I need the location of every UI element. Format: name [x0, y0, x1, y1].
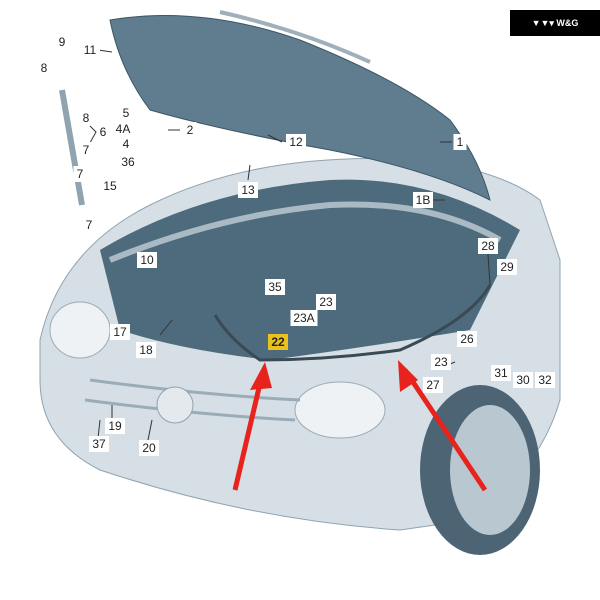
callout-box — [82, 217, 96, 233]
callout-17: 17 — [113, 325, 127, 339]
callout-box — [431, 354, 451, 370]
release-cable — [213, 284, 492, 362]
callout-20: 20 — [142, 441, 156, 455]
callout-30: 30 — [516, 373, 530, 387]
callout-box — [268, 334, 288, 350]
callout-box — [457, 331, 477, 347]
callout-1: 1 — [457, 135, 464, 149]
callout-5: 5 — [123, 106, 130, 120]
callout-2: 2 — [187, 123, 194, 137]
callout-26: 26 — [460, 332, 474, 346]
callout-36: 36 — [121, 155, 135, 169]
callout-box — [113, 121, 133, 137]
callout-8: 8 — [83, 111, 90, 125]
callout-19: 19 — [108, 419, 122, 433]
callout-35: 35 — [268, 280, 282, 294]
callout-11: 11 — [84, 43, 97, 57]
leader-lines — [85, 49, 491, 441]
callout-7: 7 — [83, 143, 90, 157]
callout-box — [238, 182, 258, 198]
callout-box — [105, 418, 125, 434]
callout-box — [118, 154, 138, 170]
callout-box — [413, 192, 433, 208]
callout-box — [286, 134, 306, 150]
callout-box — [110, 324, 130, 340]
callout-4a: 4A — [116, 122, 131, 136]
callout-box — [96, 124, 110, 140]
callout-12: 12 — [289, 135, 303, 149]
callout-18: 18 — [139, 343, 153, 357]
callout-9: 9 — [59, 35, 66, 49]
callout-23a: 23A — [293, 311, 314, 325]
callout-22: 22 — [271, 335, 285, 349]
callout-box — [423, 377, 443, 393]
callout-box — [79, 142, 93, 158]
grille — [84, 378, 301, 422]
callout-13: 13 — [241, 183, 255, 197]
badge — [156, 386, 194, 424]
callout-10: 10 — [140, 253, 154, 267]
callout-box — [37, 60, 51, 76]
callout-box — [453, 134, 467, 150]
callout-6: 6 — [100, 125, 107, 139]
callout-23: 23 — [319, 295, 333, 309]
hood-seal — [219, 10, 371, 64]
callout-box — [478, 238, 498, 254]
wheel-rim — [450, 405, 530, 535]
callout-box — [136, 342, 156, 358]
callout-box — [535, 372, 555, 388]
callout-box — [139, 440, 159, 456]
callout-31: 31 — [494, 366, 508, 380]
callout-29: 29 — [500, 260, 514, 274]
callout-box — [183, 122, 197, 138]
callout-box — [79, 110, 93, 126]
callout-box — [265, 279, 285, 295]
red-arrow-right — [398, 360, 488, 492]
callout-box — [491, 365, 511, 381]
callout-7: 7 — [77, 167, 84, 181]
callout-box — [497, 259, 517, 275]
callout-box — [316, 294, 336, 310]
callout-4: 4 — [123, 137, 130, 151]
callout-1b: 1B — [416, 193, 431, 207]
callout-15: 15 — [103, 179, 117, 193]
callout-32: 32 — [538, 373, 552, 387]
callout-box — [100, 178, 120, 194]
callout-box — [119, 105, 133, 121]
callout-box — [513, 372, 533, 388]
callout-23: 23 — [434, 355, 448, 369]
callout-8: 8 — [41, 61, 48, 75]
callout-box — [73, 166, 87, 182]
callout-27: 27 — [426, 378, 440, 392]
callout-28: 28 — [481, 239, 495, 253]
headlight-left — [49, 301, 111, 359]
gas-strut — [59, 89, 85, 206]
callout-box — [290, 310, 318, 326]
seal-strip — [108, 201, 502, 263]
callout-box — [80, 42, 100, 58]
callout-box — [119, 136, 133, 152]
callout-box — [137, 252, 157, 268]
callout-37: 37 — [92, 437, 106, 451]
callout-7: 7 — [86, 218, 93, 232]
callout-box — [89, 436, 109, 452]
brand-logo: ▼▼▾ W&G — [510, 10, 600, 36]
hood — [109, 15, 491, 201]
red-arrow-left — [232, 362, 272, 491]
headlight-right — [294, 381, 386, 439]
callout-box — [55, 34, 69, 50]
